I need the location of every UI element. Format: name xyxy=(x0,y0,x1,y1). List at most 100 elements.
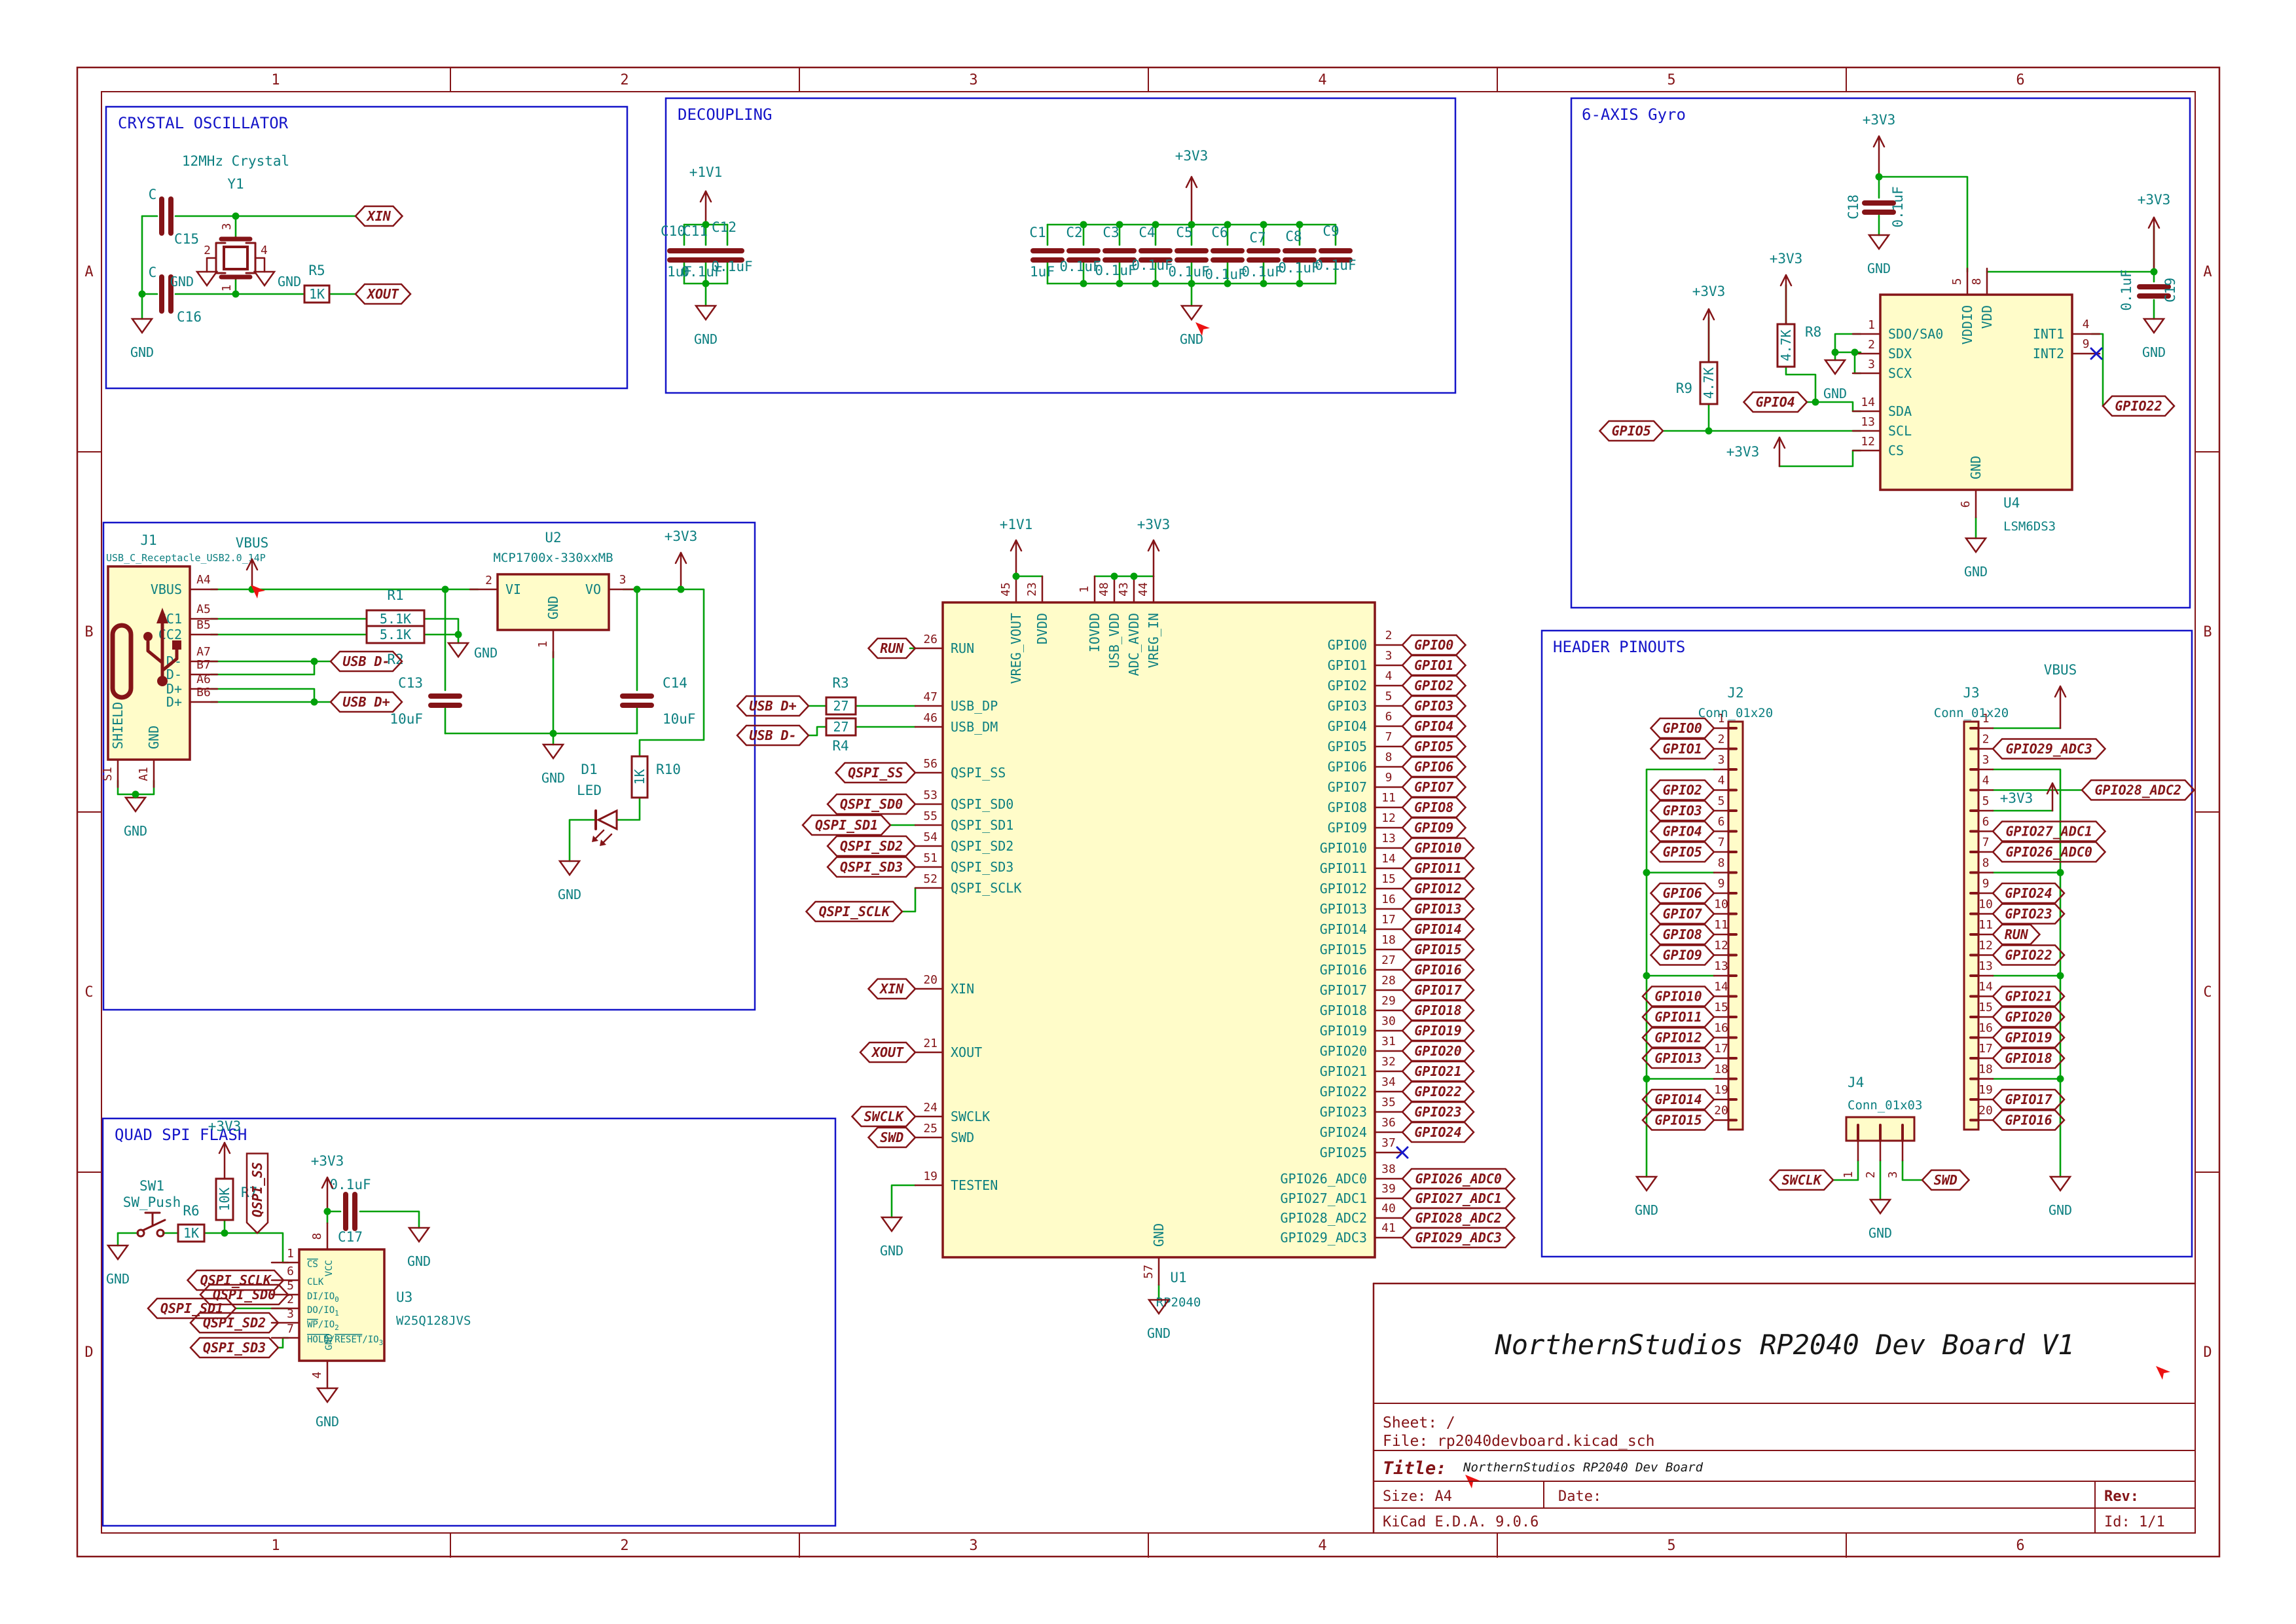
global-label-GPIO16[interactable]: GPIO16 xyxy=(1401,959,1475,981)
global-label-GPIO11[interactable]: GPIO11 xyxy=(1401,857,1475,879)
global-label-GPIO3[interactable]: GPIO3 xyxy=(1401,695,1467,717)
power-symbol-p3V3[interactable]: +3V3 xyxy=(2000,782,2059,812)
global-label-GPIO4[interactable]: GPIO4 xyxy=(1401,715,1467,737)
global-label-SWCLK[interactable]: SWCLK xyxy=(1768,1169,1834,1191)
label-outline[interactable] xyxy=(1649,738,1715,760)
global-label-QSPI_SD0[interactable]: QSPI_SD0 xyxy=(826,793,917,815)
global-label-RUN[interactable]: RUN xyxy=(1992,923,2041,946)
wire[interactable] xyxy=(615,796,641,821)
label-outline[interactable] xyxy=(867,637,917,659)
symbol-body-U1[interactable] xyxy=(941,601,1376,1259)
gnd-symbol[interactable]: GND xyxy=(1147,1299,1171,1341)
global-label-QSPI_SS[interactable]: QSPI_SS xyxy=(834,762,917,784)
label-outline[interactable] xyxy=(1992,944,2066,966)
label-outline[interactable] xyxy=(1992,1109,2066,1131)
symbol-body-U2[interactable] xyxy=(496,573,610,631)
capacitor-at-2870[interactable] xyxy=(1862,200,1896,215)
symbol-U4[interactable]: 1SDO/SA02SDX3SCX14SDA13SCL12CS4INT19INT2… xyxy=(1851,267,2101,534)
global-label-GPIO26_ADC0[interactable]: GPIO26_ADC0 xyxy=(1401,1168,1516,1190)
global-label-GPIO24[interactable]: GPIO24 xyxy=(1992,882,2066,904)
resistor-body[interactable] xyxy=(365,609,426,629)
label-outline[interactable] xyxy=(354,283,412,305)
global-label-GPIO7[interactable]: GPIO7 xyxy=(1401,776,1467,798)
label-outline[interactable] xyxy=(1992,1006,2066,1028)
gnd-symbol[interactable]: GND xyxy=(2049,1175,2072,1218)
global-label-RUN[interactable]: RUN xyxy=(867,637,917,659)
global-label-USB_D+[interactable]: USB D+ xyxy=(329,691,403,713)
gnd-symbol[interactable]: GND xyxy=(694,304,718,347)
label-outline[interactable] xyxy=(1992,841,2107,863)
label-outline[interactable] xyxy=(805,900,903,923)
global-label-GPIO13[interactable]: GPIO13 xyxy=(1401,898,1475,920)
resistor-body[interactable] xyxy=(825,717,857,737)
wire[interactable] xyxy=(1785,365,1817,403)
label-outline[interactable] xyxy=(1992,1027,2066,1048)
switch-SW1[interactable] xyxy=(136,1211,166,1238)
gnd-symbol[interactable]: GND xyxy=(1867,234,1891,276)
global-label-GPIO11[interactable]: GPIO11 xyxy=(1641,1006,1715,1028)
global-label-GPIO18[interactable]: GPIO18 xyxy=(1401,999,1475,1022)
global-label-XOUT[interactable]: XOUT xyxy=(354,283,412,305)
label-outline[interactable] xyxy=(1768,1169,1834,1191)
resistor-body[interactable] xyxy=(365,625,426,644)
global-label-GPIO0[interactable]: GPIO0 xyxy=(1401,634,1467,656)
gnd-symbol[interactable]: GND xyxy=(124,796,147,839)
label-outline[interactable] xyxy=(826,793,917,815)
label-outline[interactable] xyxy=(1649,841,1715,863)
symbol-U1[interactable]: 26RUN47USB_DP46USB_DM56QSPI_SS53QSPI_SD0… xyxy=(914,575,1404,1310)
power-symbol-p1V1[interactable]: +1V1 xyxy=(1000,517,1033,578)
wire[interactable] xyxy=(423,633,460,644)
global-label-GPIO19[interactable]: GPIO19 xyxy=(1401,1020,1475,1042)
label-outline[interactable] xyxy=(1992,1088,2066,1111)
label-outline[interactable] xyxy=(1641,1088,1715,1111)
global-label-GPIO5[interactable]: GPIO5 xyxy=(1649,841,1715,863)
capacitor-C7[interactable]: C70.1uF xyxy=(1241,230,1283,280)
label-outline[interactable] xyxy=(1992,903,2066,925)
global-label-GPIO0[interactable]: GPIO0 xyxy=(1649,717,1715,739)
label-outline[interactable] xyxy=(147,1297,237,1320)
wire[interactable] xyxy=(210,660,316,676)
global-label-QSPI_SS[interactable]: QSPI_SS xyxy=(246,1153,269,1234)
power-symbol-VBUS[interactable]: VBUS xyxy=(2044,662,2077,729)
capacitor-at-3290[interactable] xyxy=(2137,284,2171,299)
label-outline[interactable] xyxy=(1641,1027,1715,1048)
global-label-GPIO6[interactable]: GPIO6 xyxy=(1649,882,1715,904)
label-outline[interactable] xyxy=(1649,944,1715,966)
global-label-GPIO27_ADC1[interactable]: GPIO27_ADC1 xyxy=(1401,1187,1516,1209)
global-label-GPIO29_ADC3[interactable]: GPIO29_ADC3 xyxy=(1992,738,2107,760)
wire[interactable] xyxy=(622,588,705,758)
global-label-GPIO9[interactable]: GPIO9 xyxy=(1649,944,1715,966)
label-outline[interactable] xyxy=(246,1153,269,1234)
global-label-GPIO5[interactable]: GPIO5 xyxy=(1401,735,1467,758)
label-outline[interactable] xyxy=(1742,391,1808,413)
global-label-GPIO26_ADC0[interactable]: GPIO26_ADC0 xyxy=(1992,841,2107,863)
gnd-symbol[interactable]: GND xyxy=(407,1227,431,1269)
capacitor-C5[interactable]: C50.1uF xyxy=(1168,225,1209,280)
global-label-GPIO29_ADC3[interactable]: GPIO29_ADC3 xyxy=(1401,1227,1516,1249)
label-outline[interactable] xyxy=(1992,923,2041,946)
power-symbol-p3V3[interactable]: +3V3 xyxy=(311,1153,344,1213)
global-label-GPIO20[interactable]: GPIO20 xyxy=(1992,1006,2066,1028)
power-symbol-p1V1[interactable]: +1V1 xyxy=(689,164,723,226)
led-triangle[interactable] xyxy=(596,809,618,831)
capacitor-C3[interactable]: C30.1uF xyxy=(1095,225,1137,278)
global-label-GPIO18[interactable]: GPIO18 xyxy=(1992,1047,2066,1069)
label-outline[interactable] xyxy=(1641,1109,1715,1131)
wire[interactable] xyxy=(277,1337,289,1349)
wire[interactable] xyxy=(210,688,316,703)
gnd-symbol[interactable]: GND xyxy=(558,860,581,902)
global-label-QSPI_SD1[interactable]: QSPI_SD1 xyxy=(801,814,892,836)
wire[interactable] xyxy=(890,1184,917,1219)
label-outline[interactable] xyxy=(1649,923,1715,946)
global-label-GPIO1[interactable]: GPIO1 xyxy=(1649,738,1715,760)
global-label-GPIO13[interactable]: GPIO13 xyxy=(1641,1047,1715,1069)
global-label-GPIO3[interactable]: GPIO3 xyxy=(1649,800,1715,822)
crystal-body[interactable] xyxy=(223,246,249,270)
